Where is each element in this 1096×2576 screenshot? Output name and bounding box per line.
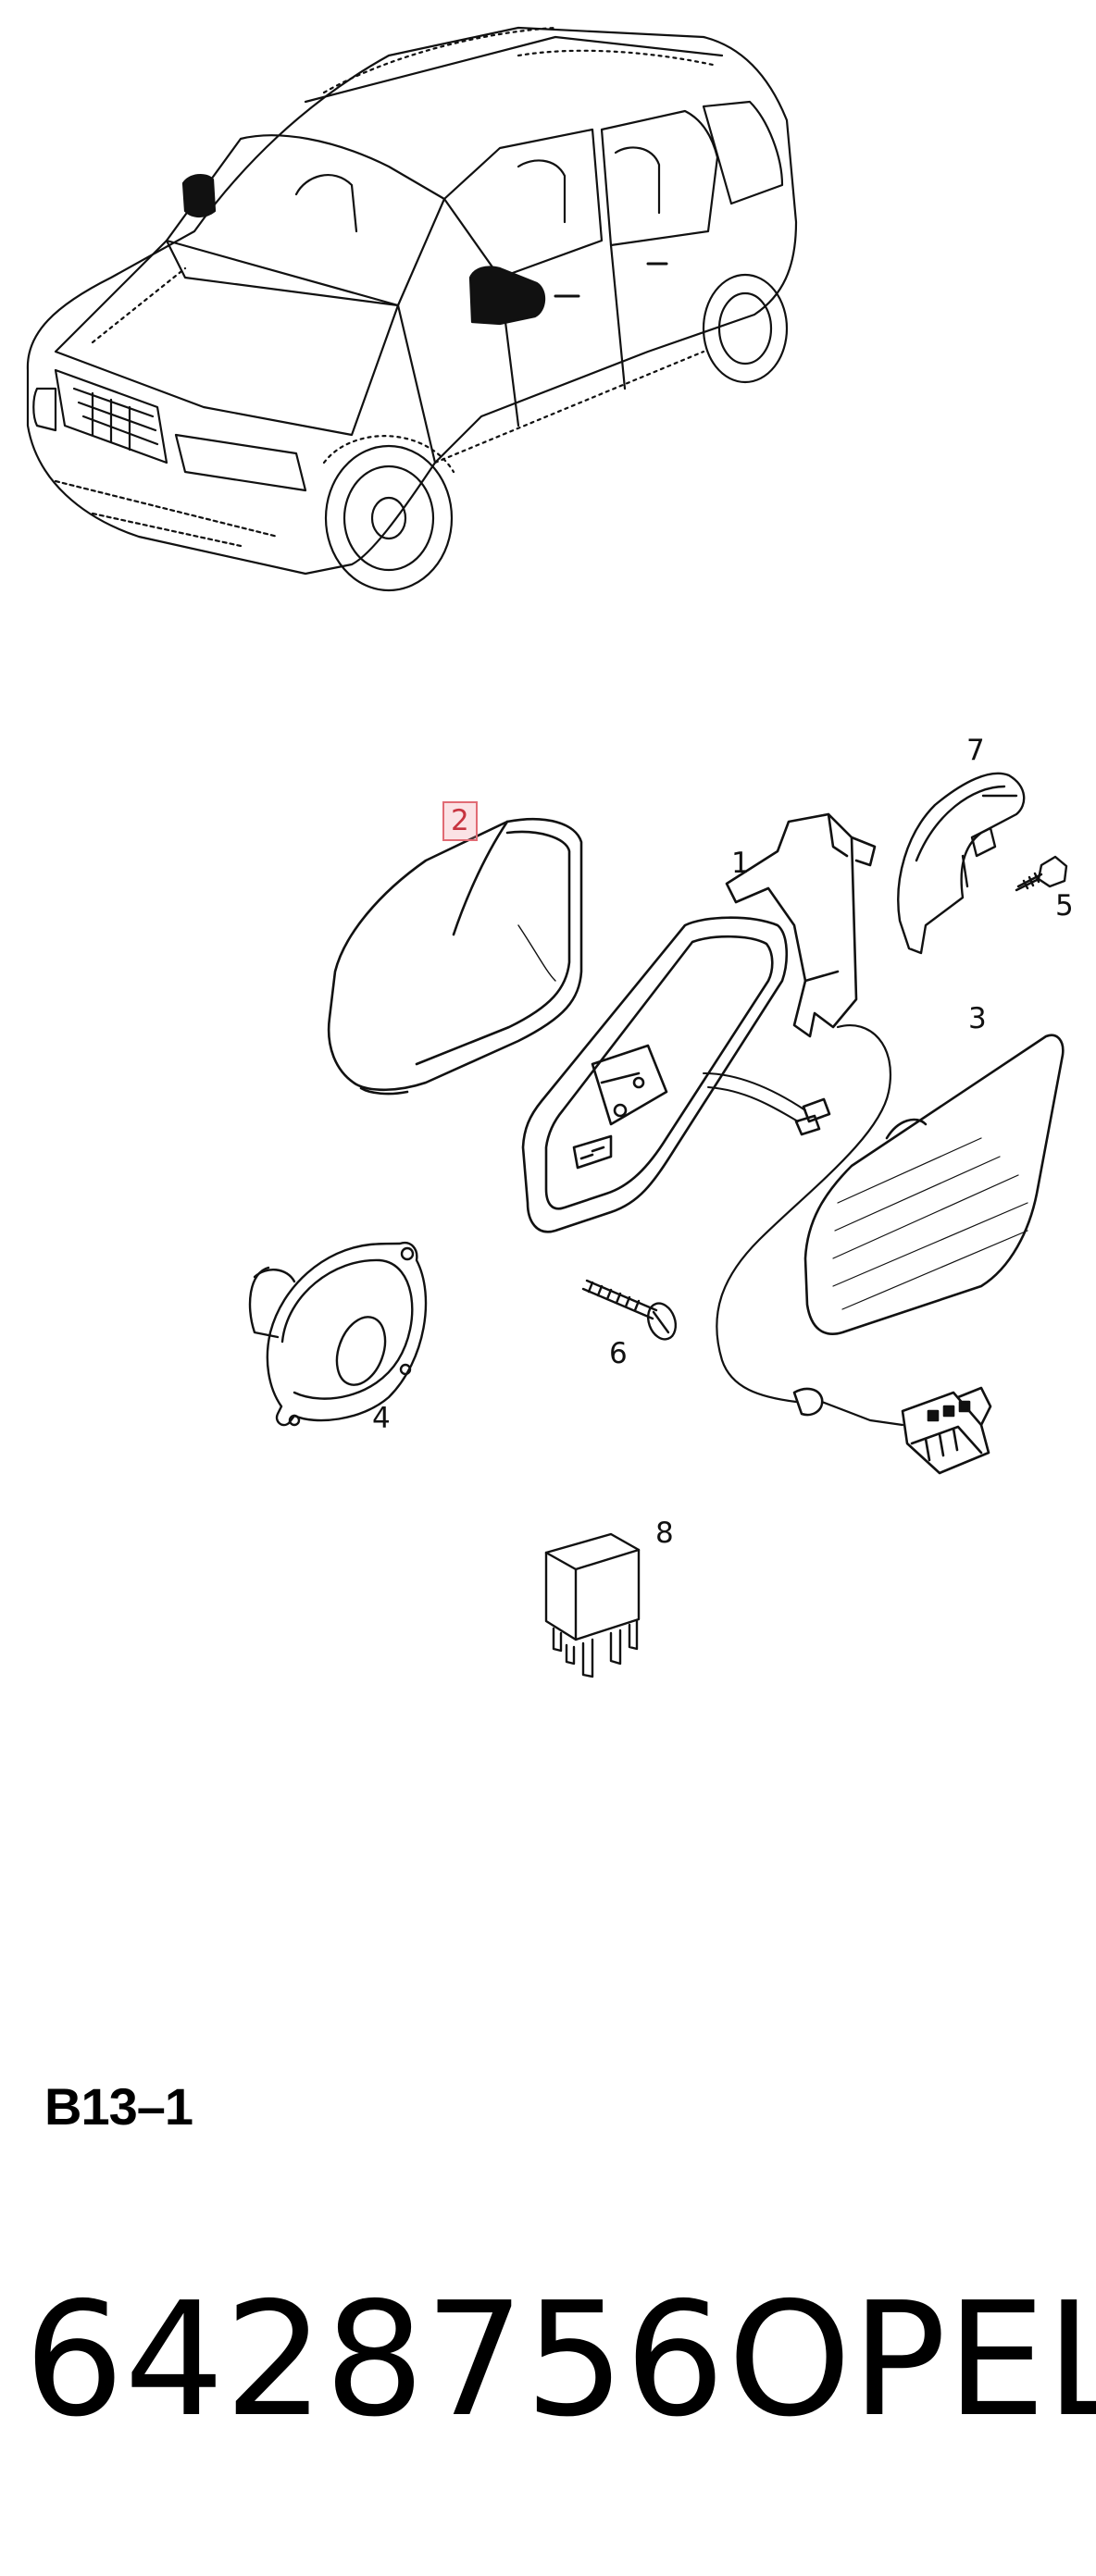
callout-6[interactable]: 6 — [609, 1337, 628, 1370]
callout-5[interactable]: 5 — [1055, 889, 1074, 923]
callout-4[interactable]: 4 — [372, 1402, 391, 1435]
vehicle-overview-illustration — [26, 26, 798, 592]
callout-2-highlighted[interactable]: 2 — [442, 801, 478, 841]
part-1-mirror-housing — [521, 812, 992, 1475]
part-8-relay — [544, 1532, 641, 1678]
section-code: B13–1 — [44, 2077, 193, 2136]
part-number: 6428756 — [24, 2269, 726, 2452]
callout-8[interactable]: 8 — [655, 1517, 674, 1550]
part-2-mirror-cover — [327, 817, 583, 1096]
callout-1[interactable]: 1 — [731, 847, 750, 880]
part-6-bolt — [581, 1279, 678, 1341]
part-7-bracket — [897, 772, 1026, 955]
brand-name: OPEL — [728, 2269, 1096, 2452]
right-mirror-marker — [468, 266, 546, 326]
part-4-motor-unit — [248, 1241, 428, 1427]
callout-7[interactable]: 7 — [966, 734, 985, 767]
left-mirror-marker — [181, 174, 217, 218]
part-5-screw — [1015, 855, 1068, 892]
callout-3[interactable]: 3 — [968, 1002, 987, 1035]
part-3-mirror-glass — [803, 1034, 1065, 1335]
